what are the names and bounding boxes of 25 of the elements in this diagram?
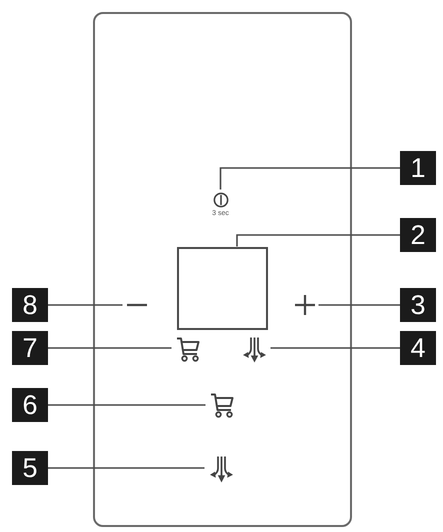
down-arrows-icon	[242, 336, 266, 362]
callout-number: 7	[12, 331, 48, 365]
leader-line	[318, 304, 400, 306]
leader-line	[48, 347, 172, 349]
callout-number: 3	[400, 288, 436, 322]
callout-number: 4	[400, 331, 436, 365]
leader-line	[48, 304, 122, 306]
cart-icon	[176, 336, 200, 362]
down-arrows-icon	[208, 456, 234, 482]
leader-line	[48, 467, 204, 469]
display-screen	[176, 246, 268, 330]
callout-number: 8	[12, 288, 48, 322]
power-icon	[212, 192, 228, 208]
leader-line	[236, 234, 400, 246]
leader-line	[270, 347, 400, 349]
leader-line	[220, 167, 400, 190]
callout-number: 1	[400, 151, 436, 185]
callout-number: 5	[12, 451, 48, 485]
cart-icon	[210, 392, 234, 418]
leader-line	[48, 404, 206, 406]
callout-number: 2	[400, 218, 436, 252]
minus-icon	[126, 302, 146, 308]
callout-number: 6	[12, 388, 48, 422]
plus-icon	[294, 294, 314, 314]
control-panel	[93, 12, 352, 527]
